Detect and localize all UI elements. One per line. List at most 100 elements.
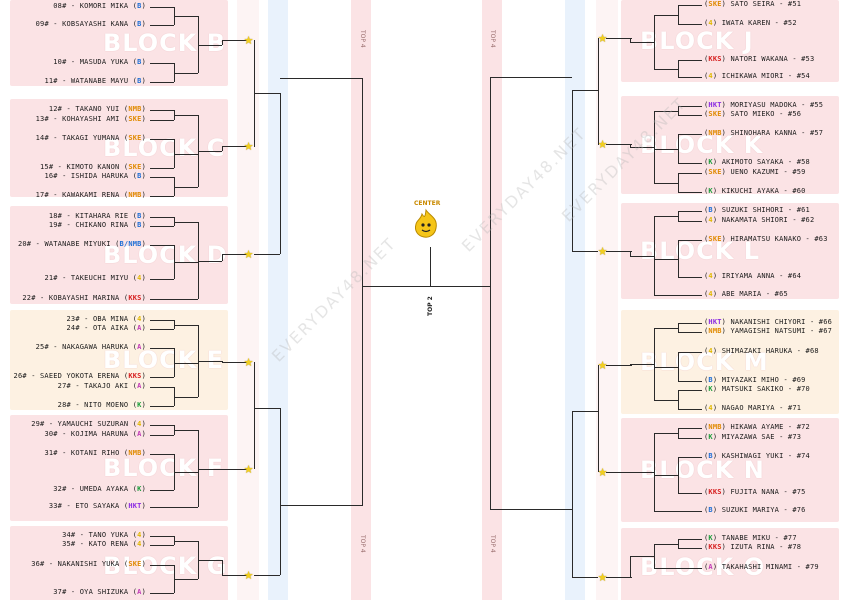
left-entry-stub bbox=[150, 63, 174, 64]
right-entry: (KKS) FUJITA NANA - #75 bbox=[704, 488, 806, 496]
left-entry: 14# - TAKAGI YUMANA (SKE) bbox=[35, 134, 146, 142]
left-single-out bbox=[174, 507, 198, 508]
right-entry-name: SATO SEIRA - #51 bbox=[730, 0, 802, 8]
right-entry-team: 4 bbox=[708, 290, 713, 298]
left-entry: 20# - WATANABE MIYUKI (B/NMB) bbox=[17, 240, 146, 248]
left-group-out bbox=[198, 560, 222, 561]
left-pair-connector bbox=[174, 139, 175, 168]
right-pair-connector bbox=[678, 428, 679, 438]
right-entry-team: 4 bbox=[708, 72, 713, 80]
left-entry-stub bbox=[150, 217, 174, 218]
left-pair-connector bbox=[174, 387, 175, 406]
right-entry-name: SUZUKI SHIHORI - #61 bbox=[721, 206, 810, 214]
right-pair-out bbox=[654, 475, 678, 476]
right-group-out bbox=[630, 42, 654, 43]
right-entry-name: IZUTA RINA - #78 bbox=[730, 543, 802, 551]
left-pair-out bbox=[174, 430, 198, 431]
right-top4-upper bbox=[490, 77, 572, 78]
left-entry-team: NMB bbox=[128, 105, 142, 113]
right-entry-name: SHINOHARA KANNA - #57 bbox=[730, 129, 824, 137]
left-entry: 19# - CHIKANO RINA (B) bbox=[48, 221, 146, 229]
right-star-line bbox=[606, 365, 632, 366]
left-top4-band bbox=[351, 0, 371, 600]
right-entry-stub bbox=[678, 381, 702, 382]
right-entry-name: SHIMAZAKI HARUKA - #68 bbox=[721, 347, 819, 355]
left-entry: 16# - ISHIDA HARUKA (B) bbox=[44, 172, 146, 180]
right-entry-team: NMB bbox=[708, 129, 722, 137]
left-entry: 27# - TAKAJO AKI (A) bbox=[57, 382, 146, 390]
star-icon: ★ bbox=[597, 32, 608, 45]
left-entry-team: 4 bbox=[137, 274, 142, 282]
left-entry-name: 32# - UMEDA AYAKA bbox=[53, 485, 129, 493]
left-entry: 13# - KOHAYASHI AMI (SKE) bbox=[35, 115, 146, 123]
left-entry-stub bbox=[150, 348, 174, 349]
left-entry-name: 19# - CHIKANO RINA bbox=[48, 221, 129, 229]
left-entry: 12# - TAKANO YUI (NMB) bbox=[48, 105, 146, 113]
right-connector-mn bbox=[598, 365, 599, 472]
left-entry-stub bbox=[150, 490, 174, 491]
left-entry: 11# - WATANABE MAYU (B) bbox=[44, 77, 146, 85]
left-entry-name: 25# - NAKAGAWA HARUKA bbox=[35, 343, 129, 351]
right-entry-name: ABE MARIA - #65 bbox=[721, 290, 788, 298]
right-pair-connector bbox=[678, 60, 679, 77]
left-entry-name: 22# - KOBAYASHI MARINA bbox=[22, 294, 120, 302]
right-star-line bbox=[606, 144, 632, 145]
left-entry-stub bbox=[150, 377, 174, 378]
left-entry-name: 21# - TAKEUCHI MIYU bbox=[44, 274, 129, 282]
right-block-bg bbox=[621, 0, 839, 82]
right-entry-team: HKT bbox=[708, 101, 722, 109]
left-block-title: BLOCK E bbox=[103, 346, 225, 374]
right-entry-stub bbox=[678, 332, 702, 333]
right-block-title: BLOCK J bbox=[640, 27, 754, 55]
right-entry-team: K bbox=[708, 433, 713, 441]
right-entry: (SKE) HIRAMATSU KANAKO - #63 bbox=[704, 235, 828, 243]
right-entry-team: B bbox=[708, 206, 713, 214]
left-entry-name: 30# - KOJIMA HARUNA bbox=[44, 430, 129, 438]
right-star-vert bbox=[630, 38, 631, 42]
right-entry: (B) KASHIWAGI YUKI - #74 bbox=[704, 452, 810, 460]
left-pair-out bbox=[174, 325, 198, 326]
right-connector-jk bbox=[598, 38, 599, 145]
right-entry-team: 4 bbox=[708, 272, 713, 280]
star-icon: ★ bbox=[597, 359, 608, 372]
right-entry-stub bbox=[678, 409, 702, 410]
right-group-out bbox=[630, 472, 654, 473]
right-block-title: BLOCK O bbox=[640, 553, 766, 581]
right-entry: (4) NAGAO MARIYA - #71 bbox=[704, 404, 802, 412]
right-entry-team: 4 bbox=[708, 216, 713, 224]
left-entry-name: 08# - KOMORI MIKA bbox=[53, 2, 129, 10]
left-block-title: BLOCK C bbox=[103, 134, 226, 162]
right-entry: (B) SUZUKI SHIHORI - #61 bbox=[704, 206, 810, 214]
right-entry-name: MATSUKI SAKIKO - #70 bbox=[721, 385, 810, 393]
left-star-vert bbox=[222, 146, 223, 151]
left-entry-team: HKT bbox=[128, 502, 142, 510]
left-connector-ef bbox=[254, 362, 255, 469]
right-block-title: BLOCK L bbox=[640, 237, 760, 265]
top4-label-right-lower: TOP 4 bbox=[489, 535, 496, 553]
left-entry-name: 10# - MASUDA YUKA bbox=[53, 58, 129, 66]
right-entry: (4) ABE MARIA - #65 bbox=[704, 290, 788, 298]
right-entry-stub bbox=[678, 173, 702, 174]
right-entry: (K) KIKUCHI AYAKA - #60 bbox=[704, 187, 806, 195]
right-entry-name: NATORI WAKANA - #53 bbox=[730, 55, 815, 63]
left-entry-stub bbox=[150, 196, 174, 197]
right-entry-stub bbox=[678, 438, 702, 439]
right-single-out bbox=[654, 295, 678, 296]
right-entry: (KKS) IZUTA RINA - #78 bbox=[704, 543, 802, 551]
left-entry-stub bbox=[150, 406, 174, 407]
left-top2-line bbox=[362, 286, 430, 287]
star-icon: ★ bbox=[243, 34, 254, 47]
left-entry-team: A bbox=[137, 324, 142, 332]
left-pair-out bbox=[174, 541, 198, 542]
right-entry: (B) MIYAZAKI MIHO - #69 bbox=[704, 376, 806, 384]
right-group-connector bbox=[654, 111, 655, 183]
left-entry: 36# - NAKANISHI YUKA (SKE) bbox=[31, 560, 146, 568]
right-entry-name: HIKAWA AYAME - #72 bbox=[730, 423, 810, 431]
left-entry: 09# - KOBSAYASHI KANA (B) bbox=[35, 20, 146, 28]
left-entry: 33# - ETO SAYAKA (HKT) bbox=[48, 502, 146, 510]
right-pair-out bbox=[654, 259, 678, 260]
right-entry: (K) TANABE MIKU - #77 bbox=[704, 534, 797, 542]
right-entry: (NMB) YAMAGISHI NATSUMI - #67 bbox=[704, 327, 833, 335]
right-connector-o bbox=[572, 577, 598, 578]
